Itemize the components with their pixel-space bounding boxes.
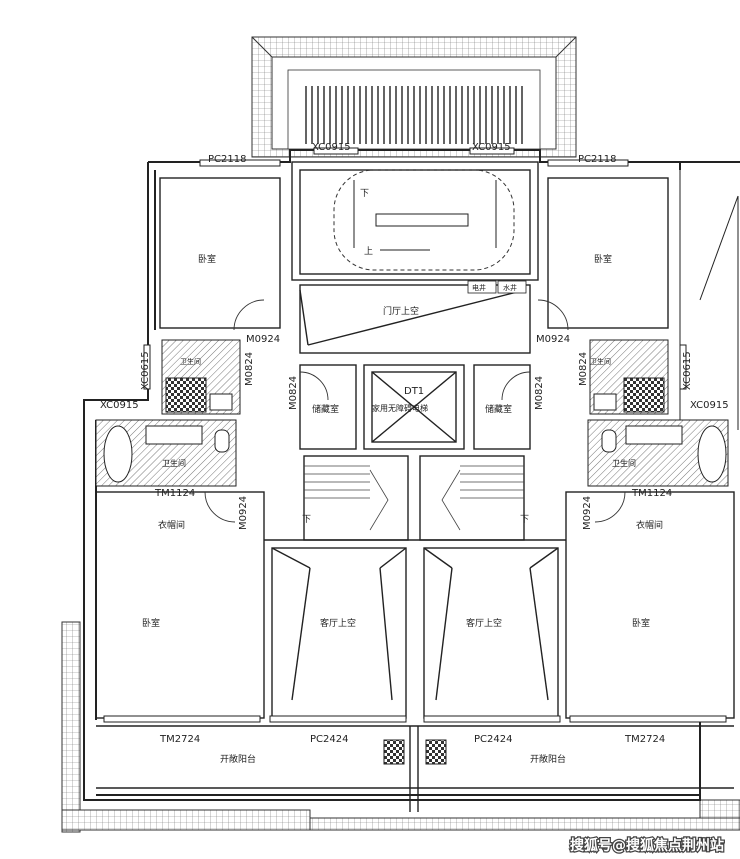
watermark: 搜狐号@搜狐焦点荆州站 (570, 837, 724, 854)
room-label-living-void-w: 客厅上空 (320, 617, 356, 629)
stair-up-top: 上 (364, 246, 373, 257)
stair-guide (333, 169, 515, 271)
interior-walls (95, 161, 739, 812)
stair-down-top: 下 (360, 189, 369, 199)
code-pc2424-e: PC2424 (474, 734, 512, 745)
room-label-bath-e: 卫生间 (612, 458, 636, 468)
elevator-description: 家用无障碍电梯 (372, 403, 428, 413)
code-pc2424-w: PC2424 (310, 734, 348, 745)
code-xc0915-top-w: XC0915 (312, 142, 351, 153)
room-label-bedroom-nw: 卧室 (198, 253, 216, 265)
room-label-balcony-w: 开敞阳台 (220, 753, 256, 765)
code-pc2118-e: PC2118 (578, 154, 616, 165)
room-label-storage-w: 储藏室 (312, 403, 339, 415)
code-tm1124-w: TM1124 (154, 488, 195, 499)
bathroom-hatching (95, 339, 729, 487)
lower-stair-treads (304, 465, 524, 531)
roof-slats (305, 86, 523, 144)
room-label-bedroom-sw: 卧室 (142, 617, 160, 629)
windows (143, 147, 687, 390)
code-m0824-w2: M0824 (288, 376, 299, 410)
code-pc2118-w: PC2118 (208, 154, 246, 165)
stair-down-w: 下 (302, 515, 311, 525)
room-label-closet-w: 衣帽间 (158, 519, 185, 531)
code-m0824-e1: M0824 (578, 352, 589, 386)
code-m0924-e2: M0924 (582, 496, 593, 530)
door-swings (204, 299, 626, 523)
code-tm1124-e: TM1124 (631, 488, 672, 499)
elevator-tag: DT1 (404, 386, 424, 397)
code-m0824-w1: M0824 (244, 352, 255, 386)
code-xc0615-e: XC0615 (682, 351, 693, 390)
code-m0924-e: M0924 (536, 334, 570, 345)
balcony-doors (103, 715, 727, 765)
code-tm2724-e: TM2724 (624, 734, 665, 745)
roof-terrace (251, 36, 577, 158)
room-label-foyer-void: 门厅上空 (383, 305, 419, 317)
code-tm2724-w: TM2724 (159, 734, 200, 745)
code-m0824-e2: M0824 (534, 376, 545, 410)
room-label-living-void-e: 客厅上空 (466, 617, 502, 629)
code-xc0615-w: XC0615 (140, 351, 151, 390)
room-label-bedroom-se: 卧室 (632, 617, 650, 629)
stair-flight (353, 180, 497, 251)
code-xc0915-e: XC0915 (690, 400, 729, 411)
shaft-label-water: 水井 (503, 283, 517, 292)
code-xc0915-w: XC0915 (100, 400, 139, 411)
bottom-terrace (61, 621, 740, 833)
code-m0924-w2: M0924 (238, 496, 249, 530)
stair-down-e: 下 (520, 515, 529, 525)
room-label-bath-w-small: 卫生间 (180, 357, 201, 366)
room-label-bedroom-ne: 卧室 (594, 253, 612, 265)
room-label-bath-w: 卫生间 (162, 458, 186, 468)
room-label-balcony-e: 开敞阳台 (530, 753, 566, 765)
room-label-closet-e: 衣帽间 (636, 519, 663, 531)
code-m0924-w: M0924 (246, 334, 280, 345)
code-xc0915-top-e: XC0915 (472, 142, 511, 153)
room-label-bath-e-small: 卫生间 (590, 357, 611, 366)
shaft-label-electric: 电井 (472, 283, 486, 292)
room-label-storage-e: 储藏室 (485, 403, 512, 415)
